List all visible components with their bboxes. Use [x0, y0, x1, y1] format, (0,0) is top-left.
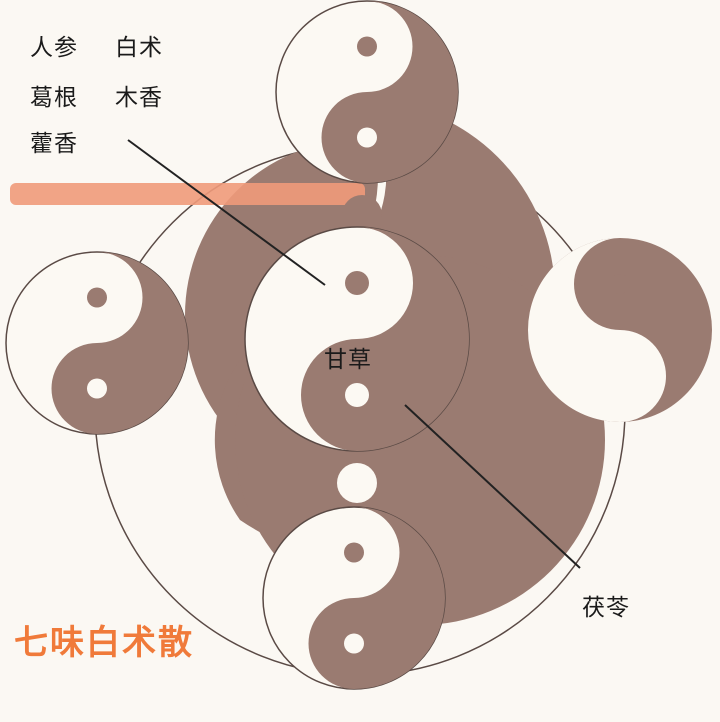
label-pueraria: 葛根: [30, 85, 78, 111]
pointer-line-herbs: [127, 139, 326, 286]
label-ginseng: 人参: [30, 35, 78, 61]
taiji-symbol-right: [528, 238, 712, 422]
pointer-line-poria: [404, 404, 581, 569]
label-poria: 茯苓: [582, 595, 630, 621]
connector-dot-lower: [337, 463, 377, 503]
taiji-symbol-left: [5, 251, 189, 435]
formula-title: 七味白术散: [14, 623, 194, 663]
taiji-symbol-top: [275, 0, 459, 184]
taiji-symbol-bottom: [262, 506, 446, 690]
label-agastache: 藿香: [30, 131, 78, 157]
taiji-symbol-center: [244, 226, 470, 452]
label-licorice: 甘草: [324, 347, 372, 373]
label-costus: 木香: [115, 85, 163, 111]
connector-dot-upper: [342, 195, 382, 235]
label-atractylodes: 白术: [115, 35, 163, 61]
horizontal-bar: [10, 183, 365, 205]
